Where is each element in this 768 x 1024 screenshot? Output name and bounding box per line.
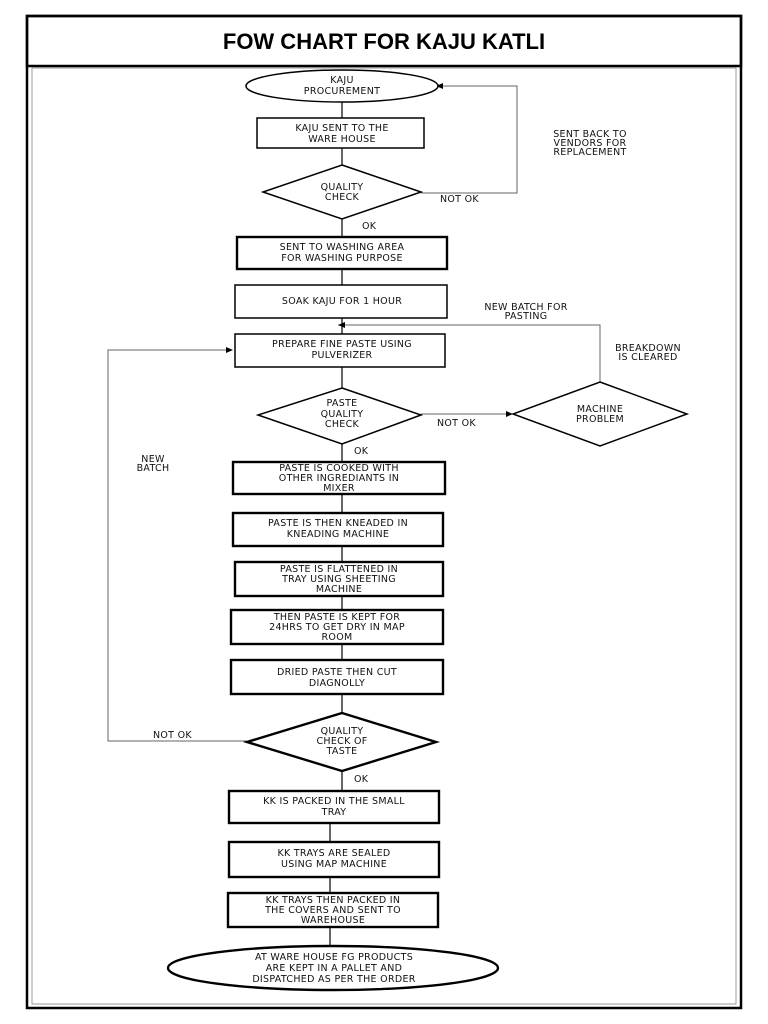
node-flattened	[233, 560, 445, 598]
node-washing	[235, 235, 449, 271]
node-paste-quality	[255, 387, 424, 445]
edge-qc1-notok-loop	[421, 85, 518, 194]
edge-breakdown-loop	[338, 324, 601, 382]
node-cut	[229, 658, 445, 696]
node-cooked	[231, 460, 447, 496]
title-box	[25, 14, 743, 68]
node-covers	[226, 891, 440, 929]
node-machine-problem	[510, 381, 690, 447]
node-warehouse	[256, 117, 425, 149]
node-kneaded	[231, 511, 445, 548]
node-quality-check-1	[260, 164, 424, 220]
label-not-ok-2: NOT OK	[437, 418, 476, 429]
node-sealed	[227, 840, 441, 879]
node-packed	[227, 789, 441, 825]
label-not-ok-3: NOT OK	[153, 730, 192, 741]
label-ok-1: OK	[362, 221, 377, 232]
node-soak	[234, 284, 448, 319]
node-dry	[229, 608, 445, 646]
label-not-ok-1: NOT OK	[440, 194, 479, 205]
node-paste	[234, 333, 446, 368]
connectors	[107, 83, 601, 946]
node-taste-check	[242, 711, 441, 773]
node-procurement	[245, 69, 439, 103]
node-soak-label: SOAK KAJU FOR 1 HOUR	[282, 296, 402, 307]
label-ok-2: OK	[354, 446, 369, 457]
edge-taste-notok-loop	[107, 349, 247, 742]
node-final	[166, 944, 500, 992]
inner-border	[31, 67, 737, 1005]
label-ok-3: OK	[354, 774, 369, 785]
chart-title: FOW CHART FOR KAJU KATLI	[223, 29, 545, 54]
